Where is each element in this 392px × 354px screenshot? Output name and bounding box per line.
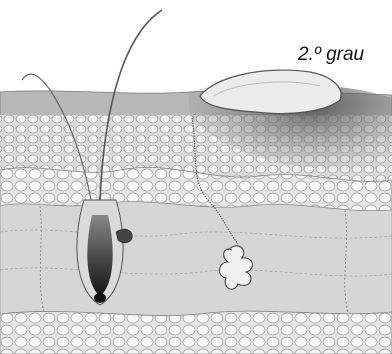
burn-degree-label: 2.º grau	[298, 44, 364, 66]
dermis-layer	[0, 202, 392, 316]
subcutaneous-layer	[0, 311, 392, 354]
burn-blister	[200, 70, 341, 113]
